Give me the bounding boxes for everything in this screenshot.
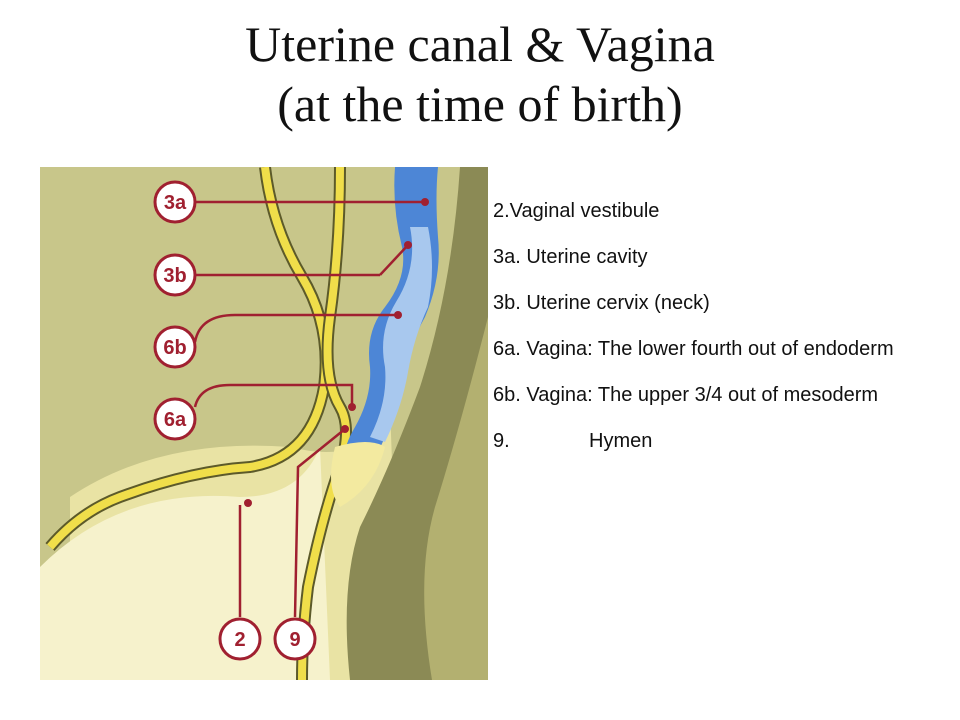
legend-item: 6a. Vagina: The lower fourth out of endo… — [493, 338, 894, 360]
lower-glow — [40, 447, 330, 680]
dot-3a — [421, 198, 429, 206]
legend-item: 9. Hymen — [493, 428, 933, 454]
leader-9 — [293, 428, 346, 618]
legend-item: 3b. Uterine cervix (neck) — [493, 292, 710, 314]
legend: 2.Vaginal vestibule 3a. Uterine cavity 3… — [493, 198, 933, 474]
legend-item-number: 9. — [493, 430, 510, 452]
dot-3b — [404, 241, 412, 249]
label-9: 9 — [289, 629, 300, 651]
dot-2 — [244, 499, 252, 507]
anatomy-illustration: 3a 3b 6b 6a 2 9 — [40, 166, 488, 681]
label-circle-6b — [153, 325, 197, 369]
title-line-2: (at the time of birth) — [277, 76, 683, 132]
label-6a: 6a — [164, 409, 187, 431]
legend-item: 2.Vaginal vestibule — [493, 200, 660, 222]
leader-6b — [193, 313, 398, 343]
anatomy-diagram: 3a 3b 6b 6a 2 9 — [40, 166, 488, 681]
dot-6a — [348, 403, 356, 411]
label-circle-9 — [273, 617, 317, 661]
leader-6a — [193, 383, 354, 408]
label-3b: 3b — [163, 265, 186, 287]
dot-6b — [394, 311, 402, 319]
legend-item: 6b. Vagina: The upper 3/4 out of mesoder… — [493, 384, 879, 406]
label-2: 2 — [234, 629, 245, 651]
label-circle-6a — [153, 397, 197, 441]
wall-outline-yellow — [46, 166, 330, 550]
label-circle-3b — [153, 253, 197, 297]
label-circle-3a — [153, 180, 197, 224]
label-6b: 6b — [163, 337, 186, 359]
legend-item: 3a. Uterine cavity — [493, 246, 648, 268]
label-3a: 3a — [164, 192, 187, 214]
uterine-cavity-light — [370, 227, 432, 442]
dot-9 — [341, 425, 349, 433]
rectum-inner — [424, 317, 488, 680]
title-line-1: Uterine canal & Vagina — [245, 16, 715, 72]
slide-title: Uterine canal & Vagina (at the time of b… — [0, 14, 960, 134]
legend-item-label: Hymen — [589, 430, 653, 452]
label-circle-2 — [218, 617, 262, 661]
leader-3b-d — [379, 244, 409, 276]
cervix-patch — [331, 442, 385, 507]
